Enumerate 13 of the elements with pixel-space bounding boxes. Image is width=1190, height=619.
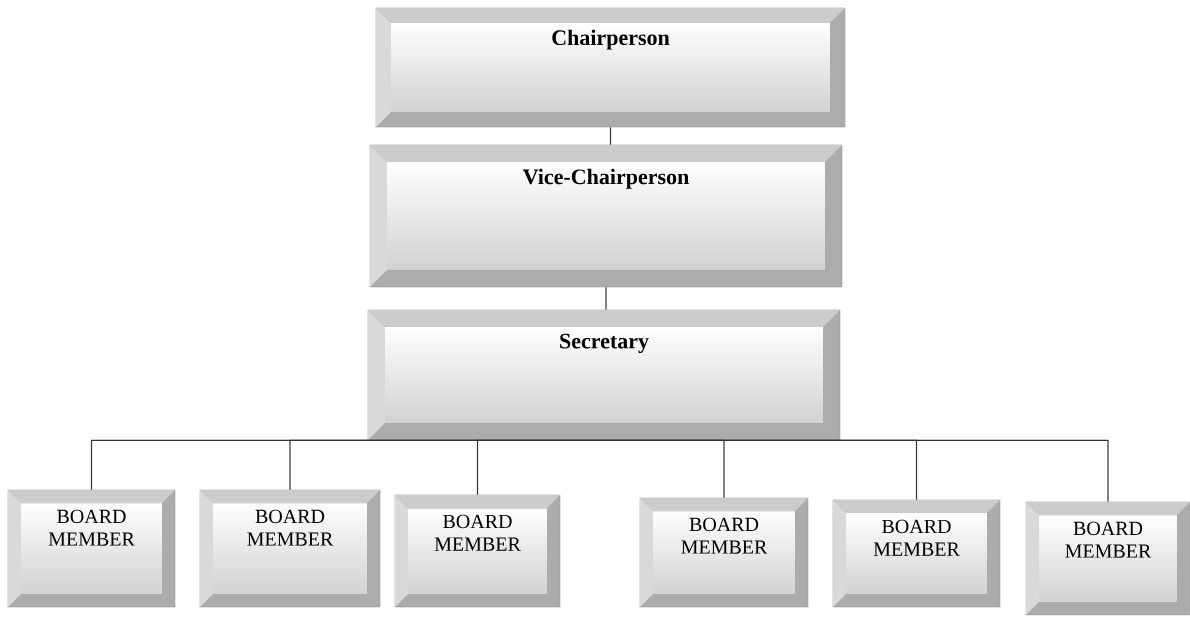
connector-line xyxy=(603,439,1109,503)
connector-line xyxy=(609,126,612,146)
org-box: BOARD MEMBER xyxy=(832,499,1001,608)
org-box: Vice-Chairperson xyxy=(369,144,843,288)
org-box: BOARD MEMBER xyxy=(394,494,561,608)
org-box: BOARD MEMBER xyxy=(199,489,381,608)
org-box: BOARD MEMBER xyxy=(639,497,809,608)
connector-line xyxy=(605,286,607,311)
org-box: Chairperson xyxy=(375,7,846,128)
connector-line xyxy=(476,439,605,496)
org-box: BOARD MEMBER xyxy=(1025,501,1190,616)
org-box: Secretary xyxy=(367,309,841,441)
org-box: BOARD MEMBER xyxy=(7,489,176,608)
